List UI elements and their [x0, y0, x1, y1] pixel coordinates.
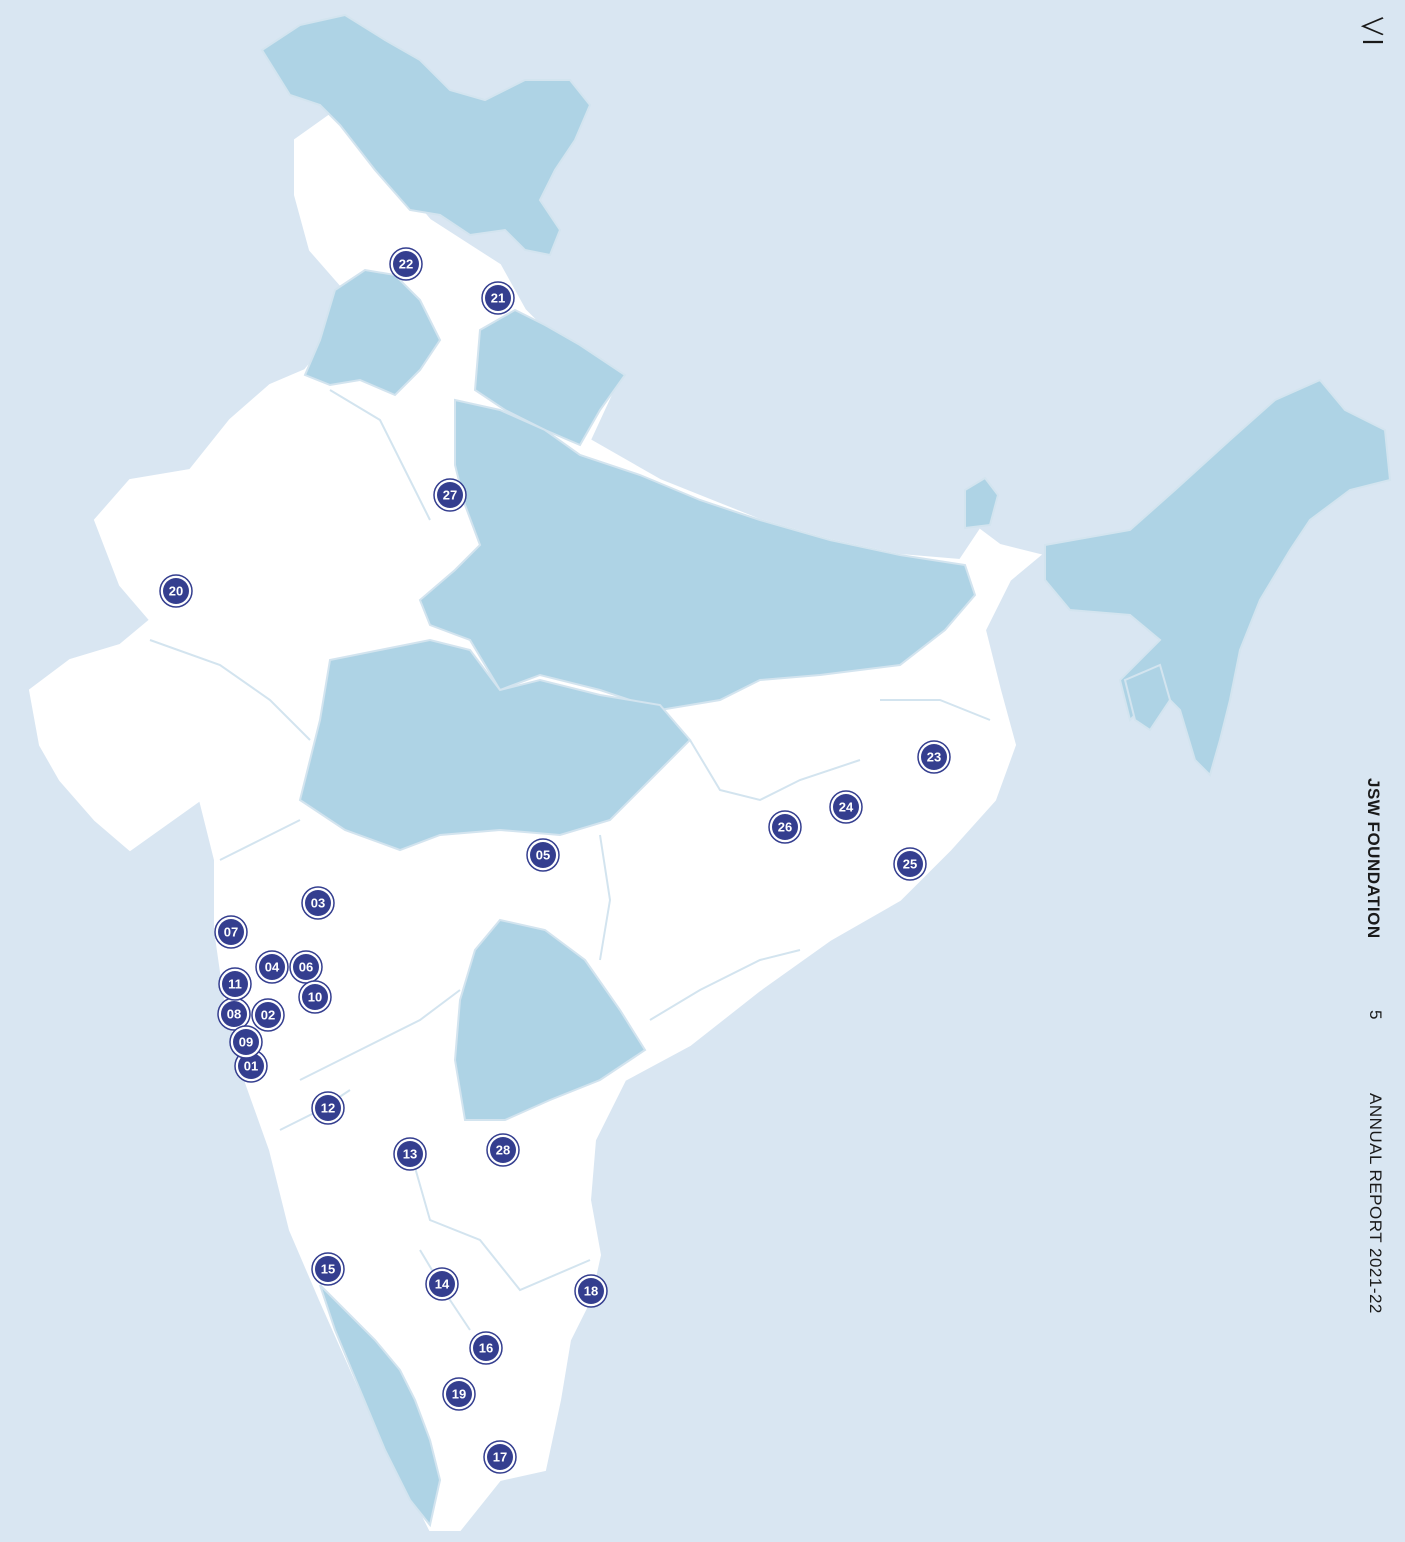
marker-label: 02 — [261, 1008, 275, 1023]
marker-label: 22 — [399, 257, 413, 272]
location-marker-03[interactable]: 03 — [301, 886, 335, 920]
side-panel: JSW FOUNDATION 5 ANNUAL REPORT 2021-22 — [1345, 0, 1405, 1542]
location-marker-05[interactable]: 05 — [526, 838, 560, 872]
marker-label: 26 — [778, 820, 792, 835]
state-borders — [149, 389, 991, 1331]
state-uttarakhand — [473, 308, 627, 447]
location-marker-04[interactable]: 04 — [255, 950, 289, 984]
location-marker-17[interactable]: 17 — [483, 1440, 517, 1474]
location-marker-14[interactable]: 14 — [425, 1267, 459, 1301]
marker-label: 21 — [491, 291, 505, 306]
marker-label: 14 — [435, 1277, 450, 1292]
location-marker-21[interactable]: 21 — [481, 281, 515, 315]
location-marker-28[interactable]: 28 — [486, 1133, 520, 1167]
marker-label: 10 — [308, 990, 322, 1005]
location-marker-26[interactable]: 26 — [768, 810, 802, 844]
marker-label: 25 — [903, 857, 917, 872]
state-kerala — [319, 1284, 442, 1528]
location-marker-23[interactable]: 23 — [917, 740, 951, 774]
marker-label: 09 — [239, 1035, 253, 1050]
marker-label: 19 — [452, 1387, 466, 1402]
location-marker-08[interactable]: 08 — [217, 997, 251, 1031]
location-marker-22[interactable]: 22 — [389, 247, 423, 281]
marker-label: 07 — [224, 925, 238, 940]
marker-label: 27 — [443, 488, 457, 503]
state-tripura — [1123, 663, 1172, 732]
location-markers: 01 02 03 04 05 06 07 — [159, 247, 951, 1474]
location-marker-20[interactable]: 20 — [159, 574, 193, 608]
location-marker-09[interactable]: 09 — [229, 1025, 263, 1059]
marker-label: 08 — [227, 1007, 241, 1022]
location-marker-24[interactable]: 24 — [829, 790, 863, 824]
state-jammu-kashmir — [260, 13, 592, 257]
marker-label: 12 — [321, 1101, 335, 1116]
location-marker-27[interactable]: 27 — [433, 478, 467, 512]
location-marker-19[interactable]: 19 — [442, 1377, 476, 1411]
marker-label: 11 — [228, 977, 242, 992]
location-marker-25[interactable]: 25 — [893, 847, 927, 881]
marker-label: 04 — [265, 960, 280, 975]
location-marker-10[interactable]: 10 — [298, 980, 332, 1014]
marker-label: 03 — [311, 896, 325, 911]
marker-label: 05 — [536, 848, 550, 863]
location-marker-12[interactable]: 12 — [311, 1091, 345, 1125]
page-number: 5 — [1366, 1010, 1385, 1020]
location-marker-15[interactable]: 15 — [311, 1252, 345, 1286]
marker-label: 23 — [927, 750, 941, 765]
brand-name: JSW FOUNDATION — [1364, 778, 1383, 939]
marker-label: 20 — [169, 584, 183, 599]
marker-label: 06 — [299, 960, 313, 975]
marker-label: 18 — [584, 1284, 598, 1299]
state-madhya-pradesh — [298, 638, 692, 852]
location-marker-16[interactable]: 16 — [469, 1331, 503, 1365]
location-marker-02[interactable]: 02 — [251, 998, 285, 1032]
report-title: ANNUAL REPORT 2021-22 — [1366, 1093, 1385, 1314]
marker-label: 17 — [493, 1450, 507, 1465]
location-marker-06[interactable]: 06 — [289, 950, 323, 984]
state-telangana — [453, 918, 647, 1121]
marker-label: 13 — [403, 1147, 417, 1162]
marker-label: 24 — [839, 800, 854, 815]
state-punjab — [303, 268, 442, 397]
state-sikkim — [964, 476, 1000, 530]
marker-label: 16 — [479, 1341, 493, 1356]
marker-label: 15 — [321, 1262, 335, 1277]
back-button[interactable] — [1357, 14, 1389, 46]
location-marker-07[interactable]: 07 — [214, 915, 248, 949]
location-marker-11[interactable]: 11 — [218, 967, 252, 1001]
back-arrow-icon — [1360, 17, 1384, 44]
location-marker-18[interactable]: 18 — [574, 1274, 608, 1308]
location-marker-13[interactable]: 13 — [393, 1137, 427, 1171]
state-up-bihar — [418, 398, 977, 712]
marker-label: 01 — [244, 1059, 258, 1074]
marker-label: 28 — [496, 1143, 510, 1158]
